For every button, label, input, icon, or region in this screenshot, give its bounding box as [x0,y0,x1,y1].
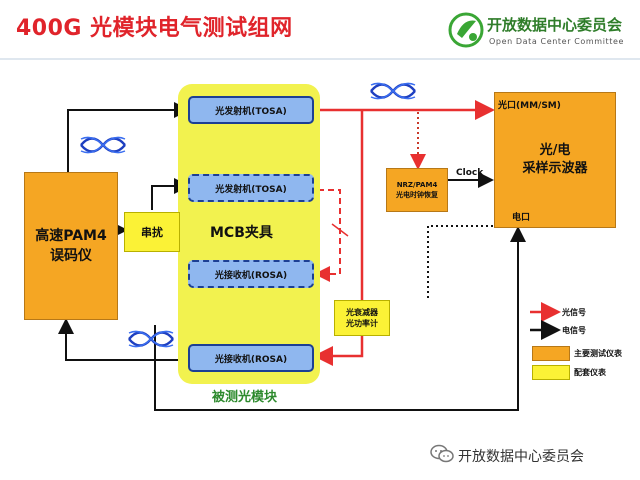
electrical-line-rx-return [58,318,192,361]
legend-aux-label: 配套仪表 [574,368,606,377]
clock-recovery-box: NRZ/PAM4 光电时钟恢复 [386,168,448,212]
footer-source: 开放数据中心委员会 [458,449,584,465]
legend-aux-swatch [532,365,570,380]
tosa-top: 光发射机(TOSA) [188,96,314,124]
electrical-line-crosstalk [151,178,190,210]
rosa-bottom: 光接收机(ROSA) [188,344,314,372]
legend-optical-label: 光信号 [562,308,586,317]
crosstalk-box: 串扰 [124,212,180,252]
mcb-fixture-label: MCB夹具 [210,225,273,241]
sampling-oscilloscope: 光/电 采样示波器 [494,92,616,228]
legend-electrical-label: 电信号 [562,326,586,335]
electrical-line-to-scope [154,226,526,411]
title-divider [0,58,640,60]
electrical-line-tx-top [67,102,190,172]
eye-diagram-icon [128,330,174,348]
eye-diagram-icon [370,82,416,100]
legend-main-label: 主要测试仪表 [574,349,622,358]
scope-electrical-port: 电口 [512,213,531,223]
page-title: 400G 光模块电气测试组网 [16,16,293,41]
dotted-return-line [427,225,498,300]
logo-name-en: Open Data Center Committee [489,37,625,46]
wechat-icon [430,444,454,463]
eye-diagram-icon [80,136,126,154]
attenuator-power-meter-box: 光衰减器 光功率计 [334,300,390,336]
pam4-ber-tester: 高速PAM4 误码仪 [24,172,118,320]
odcc-logo-icon [448,12,484,48]
clock-label: Clock [456,168,484,178]
legend-main-swatch [532,346,570,361]
logo-name: 开放数据中心委员会 [487,16,623,34]
optical-dashed-tick [331,223,349,237]
optical-dashed-crosstalk [314,189,341,282]
optical-line-loopback [313,110,364,366]
scope-optical-port: 光口(MM/SM) [498,101,561,111]
module-under-test-label: 被测光模块 [212,390,278,405]
tosa-mid: 光发射机(TOSA) [188,174,314,202]
rosa-mid: 光接收机(ROSA) [188,260,314,288]
mcb-fixture [178,84,320,384]
